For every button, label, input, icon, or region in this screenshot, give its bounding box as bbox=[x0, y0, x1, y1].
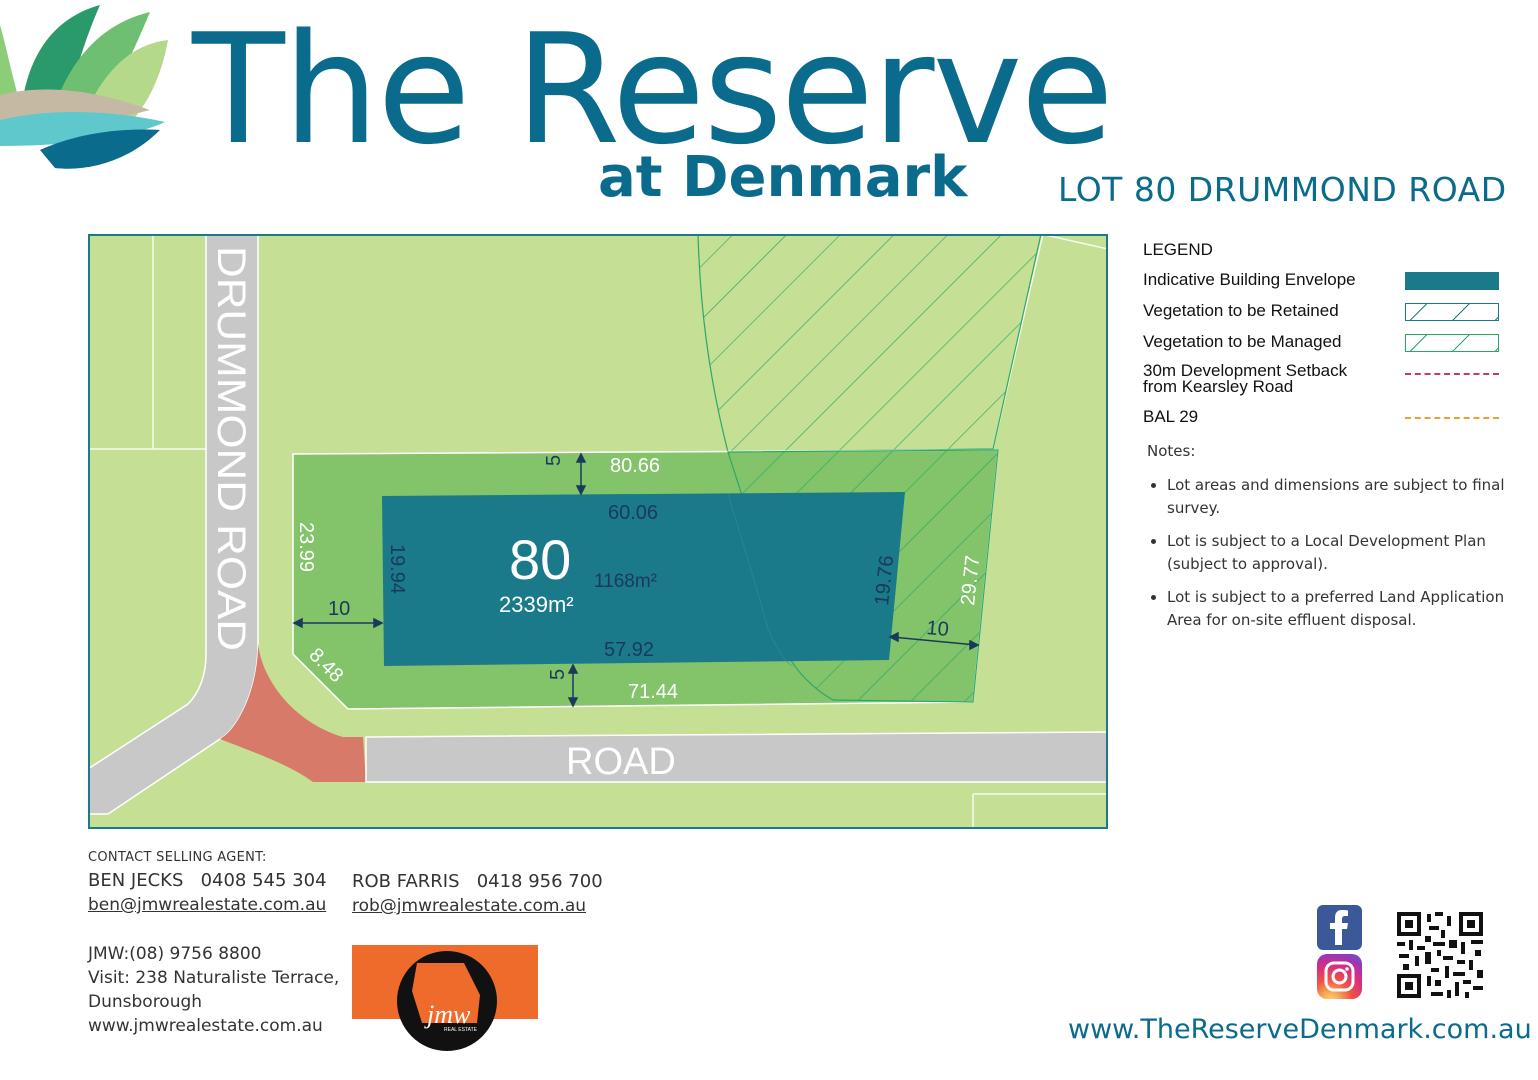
legend-label: Vegetation to be Managed bbox=[1143, 332, 1342, 351]
dim-left-setback: 10 bbox=[328, 598, 350, 620]
site-plan: DRUMMOND ROAD ROAD 80 2339m² 1168m² 80.6… bbox=[88, 234, 1108, 829]
legend-item-vegetation-managed: Vegetation to be Managed bbox=[1143, 332, 1503, 363]
dim-top-setback: 5 bbox=[543, 455, 565, 466]
contact-agent-rob: ROB FARRIS 0418 956 700 rob@jmwrealestat… bbox=[352, 870, 603, 918]
facebook-icon[interactable] bbox=[1317, 905, 1362, 950]
bottom-road-label: ROAD bbox=[566, 741, 676, 783]
legend-swatch-bal29 bbox=[1405, 417, 1499, 419]
office-details: JMW:(08) 9756 8800 Visit: 238 Naturalist… bbox=[88, 942, 339, 1038]
office-website-link[interactable]: www.jmwrealestate.com.au bbox=[88, 1016, 323, 1036]
note-item: Lot areas and dimensions are subject to … bbox=[1167, 474, 1507, 520]
website-link[interactable]: www.TheReserveDenmark.com.au bbox=[1068, 1014, 1532, 1045]
legend-swatch-retained bbox=[1405, 303, 1499, 321]
jmw-logo: jmw REAL ESTATE bbox=[352, 945, 538, 1051]
dim-bottom-boundary: 71.44 bbox=[628, 681, 678, 703]
legend-item-building-envelope: Indicative Building Envelope bbox=[1143, 270, 1503, 301]
legend-label: Vegetation to be Retained bbox=[1143, 301, 1339, 320]
note-item: Lot is subject to a Local Development Pl… bbox=[1167, 530, 1507, 576]
legend-label: BAL 29 bbox=[1143, 407, 1199, 426]
lot-area: 2339m² bbox=[499, 592, 574, 617]
legend-label-line1: 30m Development Setback bbox=[1143, 361, 1348, 380]
contact-label: CONTACT SELLING AGENT: bbox=[88, 850, 267, 865]
dim-left-boundary: 23.99 bbox=[295, 522, 317, 572]
lot-title: LOT 80 DRUMMOND ROAD bbox=[1058, 170, 1507, 209]
bottom-road bbox=[365, 731, 1108, 783]
brand-subtitle: at Denmark bbox=[598, 145, 968, 210]
dim-left-envelope: 19.94 bbox=[386, 544, 408, 594]
notes-title: Notes: bbox=[1147, 442, 1196, 460]
office-address-line2: Dunsborough bbox=[88, 992, 203, 1012]
drummond-road-label: DRUMMOND ROAD bbox=[209, 246, 253, 651]
agent-phone[interactable]: 0408 545 304 bbox=[200, 870, 327, 891]
dim-right-boundary: 29.77 bbox=[957, 554, 984, 606]
dim-top-envelope: 60.06 bbox=[608, 502, 658, 524]
building-envelope bbox=[382, 492, 905, 666]
brand-title: The Reserve bbox=[192, 1, 1114, 178]
agent-email-link[interactable]: ben@jmwrealestate.com.au bbox=[88, 895, 327, 915]
leaf-wave-logo-icon bbox=[0, 5, 168, 169]
note-item: Lot is subject to a preferred Land Appli… bbox=[1167, 586, 1507, 632]
envelope-area: 1168m² bbox=[594, 571, 657, 592]
legend-label: Indicative Building Envelope bbox=[1143, 270, 1356, 289]
dim-right-setback: 10 bbox=[926, 617, 950, 641]
contact-agent-ben: CONTACT SELLING AGENT: BEN JECKS 0408 54… bbox=[88, 850, 327, 917]
office-address-line1: Visit: 238 Naturaliste Terrace, bbox=[88, 968, 340, 988]
legend-label-line2: from Kearsley Road bbox=[1143, 377, 1294, 396]
instagram-icon[interactable] bbox=[1317, 954, 1362, 999]
dim-bottom-setback: 5 bbox=[547, 669, 569, 680]
jmw-logo-subtext: REAL ESTATE bbox=[444, 1027, 478, 1033]
agent-phone[interactable]: 0418 956 700 bbox=[476, 871, 603, 892]
legend-item-vegetation-retained: Vegetation to be Retained bbox=[1143, 301, 1503, 332]
dim-bottom-envelope: 57.92 bbox=[604, 639, 654, 661]
dim-top-boundary: 80.66 bbox=[610, 455, 660, 477]
notes: Notes: Lot areas and dimensions are subj… bbox=[1147, 442, 1507, 642]
dim-right-envelope: 19.76 bbox=[871, 554, 898, 606]
legend-swatch-managed bbox=[1405, 334, 1499, 352]
legend-swatch-setback bbox=[1405, 373, 1499, 375]
legend-item-setback: 30m Development Setback from Kearsley Ro… bbox=[1143, 361, 1503, 407]
jmw-logo-text: jmw bbox=[424, 1000, 471, 1029]
lot-number: 80 bbox=[509, 528, 571, 591]
legend-swatch-envelope bbox=[1405, 272, 1499, 290]
office-phone[interactable]: JMW:(08) 9756 8800 bbox=[88, 944, 262, 964]
legend-item-bal29: BAL 29 bbox=[1143, 407, 1503, 438]
qr-code-icon[interactable] bbox=[1395, 910, 1485, 1000]
agent-email-link[interactable]: rob@jmwrealestate.com.au bbox=[352, 896, 587, 916]
legend-title: LEGEND bbox=[1143, 240, 1213, 259]
agent-name: BEN JECKS bbox=[88, 870, 184, 891]
agent-name: ROB FARRIS bbox=[352, 871, 460, 892]
legend-label: 30m Development Setback from Kearsley Ro… bbox=[1143, 361, 1348, 396]
truncation-area bbox=[220, 644, 366, 782]
legend: LEGEND Indicative Building Envelope Vege… bbox=[1143, 240, 1503, 438]
